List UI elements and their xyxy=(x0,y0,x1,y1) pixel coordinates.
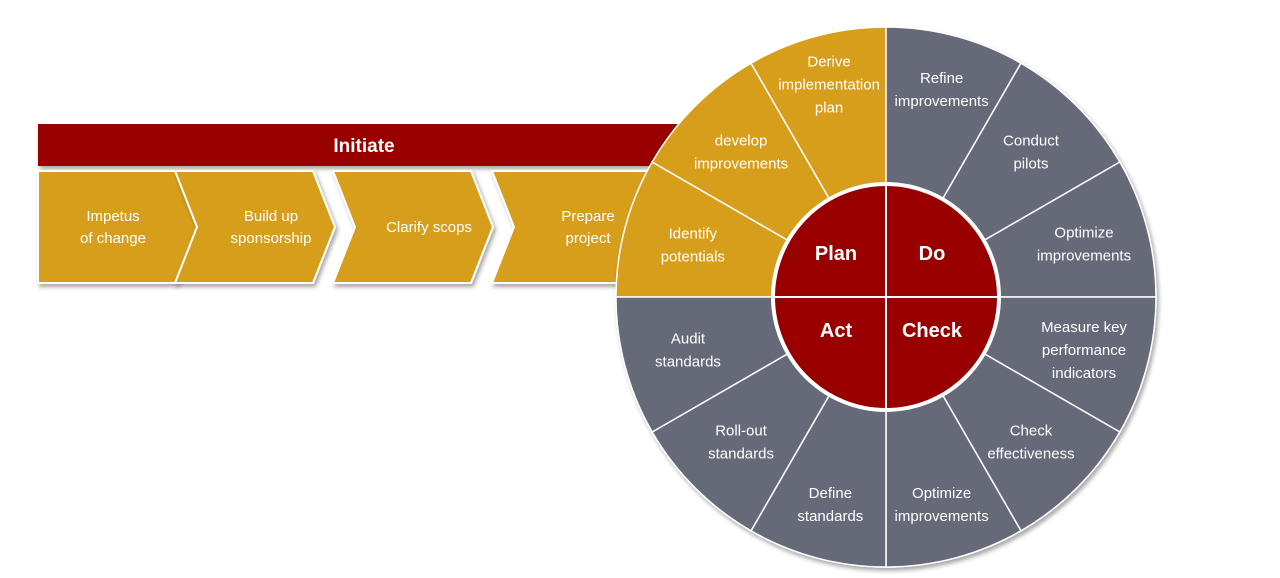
chevron-step-label-line: Clarify scops xyxy=(386,219,472,236)
pdca-wheel xyxy=(615,26,1157,568)
wheel-segment-label-line: Derive xyxy=(807,53,850,70)
chevron-step-label-line: Build up xyxy=(244,208,298,225)
core-label-act: Act xyxy=(820,320,853,342)
wheel-segment-label-line: Conduct xyxy=(1003,133,1060,150)
wheel-segment-label: Conduct pilots xyxy=(1003,133,1060,173)
chevron-step-label-line: of change xyxy=(80,230,146,247)
wheel-segment-label-line: Optimize xyxy=(912,485,971,502)
wheel-segment-label-line: performance xyxy=(1042,342,1126,359)
wheel-segment-label-line: implementation xyxy=(778,76,880,93)
wheel-segment-label: Define standards xyxy=(797,485,863,525)
wheel-segment-label-line: Audit xyxy=(671,331,706,348)
wheel-segment-label: Audit standards xyxy=(655,331,721,371)
wheel-segment-label: Derive implementation plan xyxy=(778,53,880,116)
wheel-segment-label-line: pilots xyxy=(1013,156,1048,173)
wheel-segment-label: Identify potentials xyxy=(661,226,725,266)
wheel-segment-label: Measure key performance indicators xyxy=(1041,319,1127,382)
wheel-segment-label-line: Define xyxy=(809,485,852,502)
chevron-step xyxy=(37,170,200,284)
wheel-segment-label-line: improvements xyxy=(895,93,989,110)
core-label-do: Do xyxy=(919,243,946,265)
initiate-banner-label: Initiate xyxy=(333,136,394,157)
chevron-step xyxy=(331,170,495,284)
wheel-segment-label-line: Roll-out xyxy=(715,422,768,439)
chevron-step-label-line: Prepare xyxy=(561,208,614,225)
chevron-step-label-line: project xyxy=(565,230,611,247)
chevron-step-label-line: sponsorship xyxy=(231,230,312,247)
chevron-step-label: Prepare project xyxy=(561,208,614,247)
wheel-segment-label-line: improvements xyxy=(1037,247,1131,264)
wheel-segment-label: Refine improvements xyxy=(895,70,989,110)
core-label-check: Check xyxy=(902,320,963,342)
core-label-plan: Plan xyxy=(815,243,857,265)
wheel-segment-label-line: Optimize xyxy=(1054,224,1113,241)
chevron-step-label: Build up sponsorship xyxy=(231,208,312,247)
initiate-banner-bar xyxy=(38,124,738,166)
wheel-segment-label-line: standards xyxy=(655,354,721,371)
wheel-segment-label: Optimize improvements xyxy=(1037,224,1131,264)
wheel-segment-label-line: Measure key xyxy=(1041,319,1127,336)
chevron-step xyxy=(173,170,337,284)
chevron-step-label-line: Impetus xyxy=(86,208,139,225)
wheel-segment-label-line: develop xyxy=(715,133,768,150)
wheel-segment-label-line: plan xyxy=(815,99,843,116)
wheel-segment-label: develop improvements xyxy=(694,133,788,173)
wheel-segment-label-line: potentials xyxy=(661,249,725,266)
wheel-segment-label: Roll-out standards xyxy=(708,422,774,462)
process-chevrons: Impetus of change Build up sponsorship Clari… xyxy=(37,170,683,284)
wheel-segment-label: Check effectiveness xyxy=(987,422,1074,462)
chevron-step-label: Impetus of change xyxy=(80,208,146,247)
chevron-step-label: Clarify scops xyxy=(386,219,472,236)
wheel-segment-label-line: effectiveness xyxy=(987,445,1074,462)
wheel-segment-label: Optimize improvements xyxy=(895,485,989,525)
wheel-segment-label-line: improvements xyxy=(694,156,788,173)
pdca-wheel-labels: Identify potentials develop improvements Der… xyxy=(655,53,1131,525)
wheel-segment-label-line: indicators xyxy=(1052,365,1116,382)
wheel-segment-label-line: standards xyxy=(708,445,774,462)
wheel-segment-label-line: standards xyxy=(797,508,863,525)
wheel-segment-label-line: Check xyxy=(1010,422,1053,439)
wheel-segment-label-line: Refine xyxy=(920,70,963,87)
initiate-banner: Initiate xyxy=(38,124,738,166)
wheel-segment-label-line: Identify xyxy=(669,226,718,243)
wheel-segment-label-line: improvements xyxy=(895,508,989,525)
